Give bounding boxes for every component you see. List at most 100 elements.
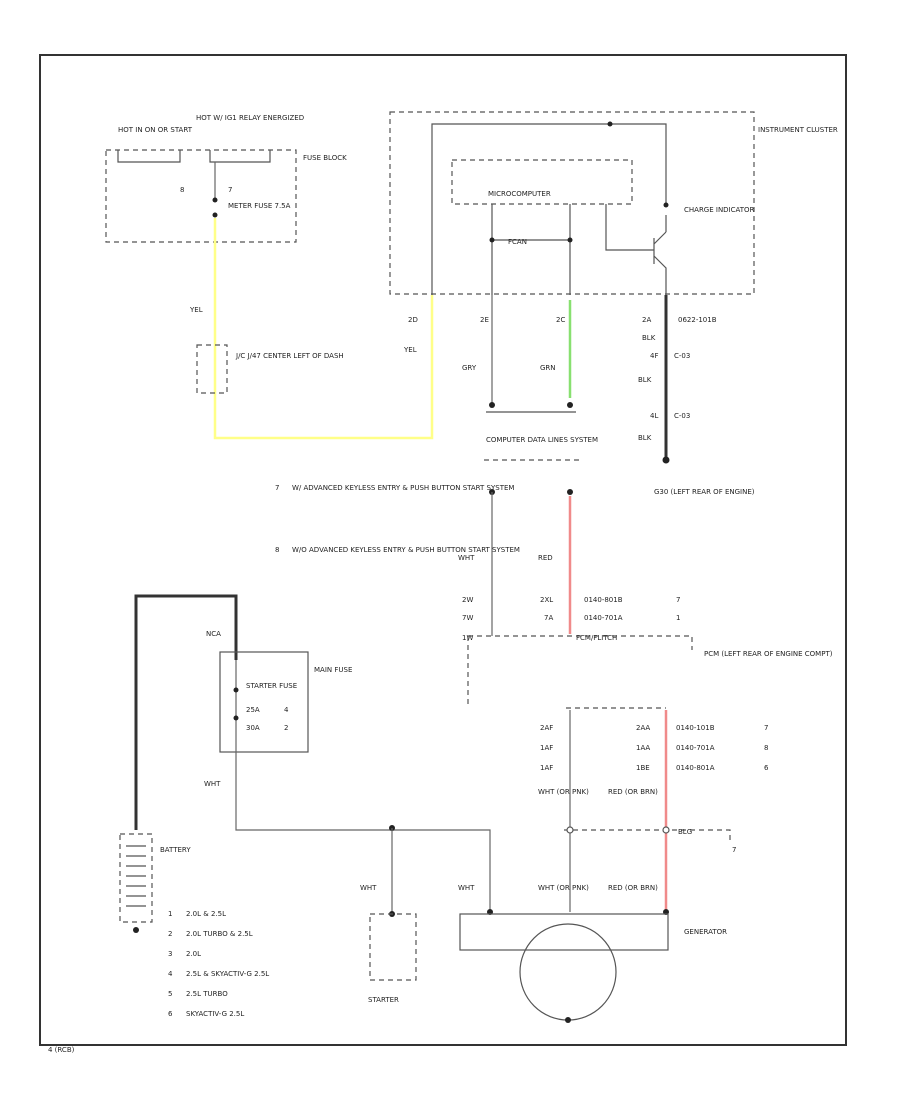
legend-num-5: 5 [168, 990, 172, 998]
fuse-30a-number: 2 [284, 724, 288, 732]
fuse-block-outline [105, 149, 297, 243]
grn-wire-end [567, 402, 573, 408]
starter-label: STARTER [368, 996, 399, 1004]
blg-connector-pin-left [566, 826, 574, 834]
starter-fuse-label: STARTER FUSE [246, 682, 297, 690]
pcm-pin-7a: 7A [544, 614, 553, 622]
data-lines-label: COMPUTER DATA LINES SYSTEM [486, 436, 598, 444]
ground-point [662, 456, 670, 464]
pcm-code-a: 0140-801B [584, 596, 623, 604]
legend-text-3: 2.0L [186, 950, 201, 958]
connector-c03-b: C-03 [674, 412, 690, 420]
blk-label-1: BLK [642, 334, 656, 342]
microcomputer-label: MICROCOMPUTER [488, 190, 551, 198]
blg-connector-line [564, 829, 731, 842]
main-fuse-box [219, 651, 309, 753]
pcm-code-c: 0140-101B [676, 724, 715, 732]
battery-outline [119, 833, 153, 923]
generator-label: GENERATOR [684, 928, 727, 936]
instrument-cluster-outline [389, 111, 755, 295]
pcm-code-a-num: 7 [676, 596, 680, 604]
cluster-pin-2e: 2E [480, 316, 489, 324]
legend-text-2: 2.0L TURBO & 2.5L [186, 930, 253, 938]
pcm-pin-2aa: 2AA [636, 724, 650, 732]
fcan-lines [491, 204, 571, 295]
starter-fuse-terminal-bottom [233, 715, 239, 721]
pcm-pin-1be: 1BE [636, 764, 650, 772]
pcm-code-b-num: 1 [676, 614, 680, 622]
junction-connector-label: J/C J/47 CENTER LEFT OF DASH [235, 352, 344, 360]
junction-connector-outline [196, 344, 228, 394]
yel-wire-label-1: YEL [189, 306, 203, 314]
fcan-junction-left [489, 237, 495, 243]
pcm-code-e: 0140-801A [676, 764, 715, 772]
fuse-block-busbar [117, 150, 271, 163]
legend-text-4: 2.5L & SKYACTIV-G 2.5L [186, 970, 269, 978]
charge-indicator-transistor [605, 204, 667, 295]
connector-pin-4f: 4F [650, 352, 658, 360]
pcm-pin-1f: 1AF [540, 764, 553, 772]
pcm-code-e-num: 6 [764, 764, 769, 772]
wht-or-pnk-label-1: WHT (OR PNK) [538, 788, 589, 796]
microcomputer-outline [451, 159, 633, 205]
starter-outline [369, 913, 417, 981]
fcan-junction-right [567, 237, 573, 243]
cluster-bus-junction [607, 121, 613, 127]
legend-num-6: 6 [168, 1010, 173, 1018]
meter-fuse-label: METER FUSE 7.5A [228, 202, 291, 210]
starter-fuse-terminal-top [233, 687, 239, 693]
wht-or-pnk-label-2: WHT (OR PNK) [538, 884, 589, 892]
pcm-pin-1af: 1AF [540, 744, 553, 752]
red-or-brn-label-1: RED (OR BRN) [608, 788, 658, 796]
note-8-number: 8 [275, 546, 279, 554]
fcan-label: FCAN [508, 238, 527, 246]
legend: 1 2.0L & 2.5L 2 2.0L TURBO & 2.5L 3 2.0L… [168, 910, 269, 1018]
blg-label: BLG [678, 828, 692, 836]
connector-c03-a: C-03 [674, 352, 690, 360]
fuse-pin-label-a: 8 [180, 186, 184, 194]
nca-label: NCA [206, 630, 221, 638]
legend-text-1: 2.0L & 2.5L [186, 910, 226, 918]
fuse-25a-label: 25A [246, 706, 260, 714]
generator-symbol [519, 923, 617, 1021]
pcm-code-b: 0140-701A [584, 614, 623, 622]
generator-body [459, 913, 669, 951]
fuse-block-label: FUSE BLOCK [303, 154, 347, 162]
blk-label-2: BLK [638, 376, 652, 384]
pcm-code-c-num: 7 [764, 724, 768, 732]
pcm-pin-2af: 2AF [540, 724, 553, 732]
yel-wire-label-2: YEL [403, 346, 417, 354]
ground-code-label: 0622-101B [678, 316, 717, 324]
legend-num-4: 4 [168, 970, 173, 978]
legend-text-6: SKYACTIV-G 2.5L [186, 1010, 244, 1018]
red-or-brn-label-2: RED (OR BRN) [608, 884, 658, 892]
fuse-pin-label-b: 7 [228, 186, 232, 194]
cluster-pin-2d: 2D [408, 316, 418, 324]
pcm-pin-1aa: 1AA [636, 744, 650, 752]
pcm-pin-2w: 2W [462, 596, 473, 604]
legend-num-1: 1 [168, 910, 172, 918]
battery-label: BATTERY [160, 846, 191, 854]
blg-number: 7 [732, 846, 736, 854]
pcm-code-d: 0140-701A [676, 744, 715, 752]
generator-ground [565, 1017, 571, 1023]
diagram-footnote: 4 (RCB) [48, 1046, 75, 1054]
wht-label-4: WHT [458, 884, 475, 892]
meter-fuse-terminal-top [212, 197, 218, 203]
starter-feed-wire [235, 752, 491, 912]
instrument-cluster-label: INSTRUMENT CLUSTER [758, 126, 838, 134]
pcm-outline-top [467, 635, 693, 706]
battery-cells [126, 845, 146, 907]
note-8-text: W/O ADVANCED KEYLESS ENTRY & PUSH BUTTON… [292, 546, 520, 554]
cluster-pin-2a: 2A [642, 316, 651, 324]
grn-wire-label: GRN [540, 364, 556, 372]
battery-ground [133, 927, 139, 933]
red-data-line-end [567, 489, 573, 495]
diagram-border [39, 54, 847, 1046]
pcm-pin-2xl: 2XL [540, 596, 553, 604]
wht-data-line-label: WHT [458, 554, 475, 562]
meter-fuse-terminal-bottom [212, 212, 218, 218]
battery-positive-cable [134, 594, 238, 830]
wht-starter-label: WHT [204, 780, 221, 788]
